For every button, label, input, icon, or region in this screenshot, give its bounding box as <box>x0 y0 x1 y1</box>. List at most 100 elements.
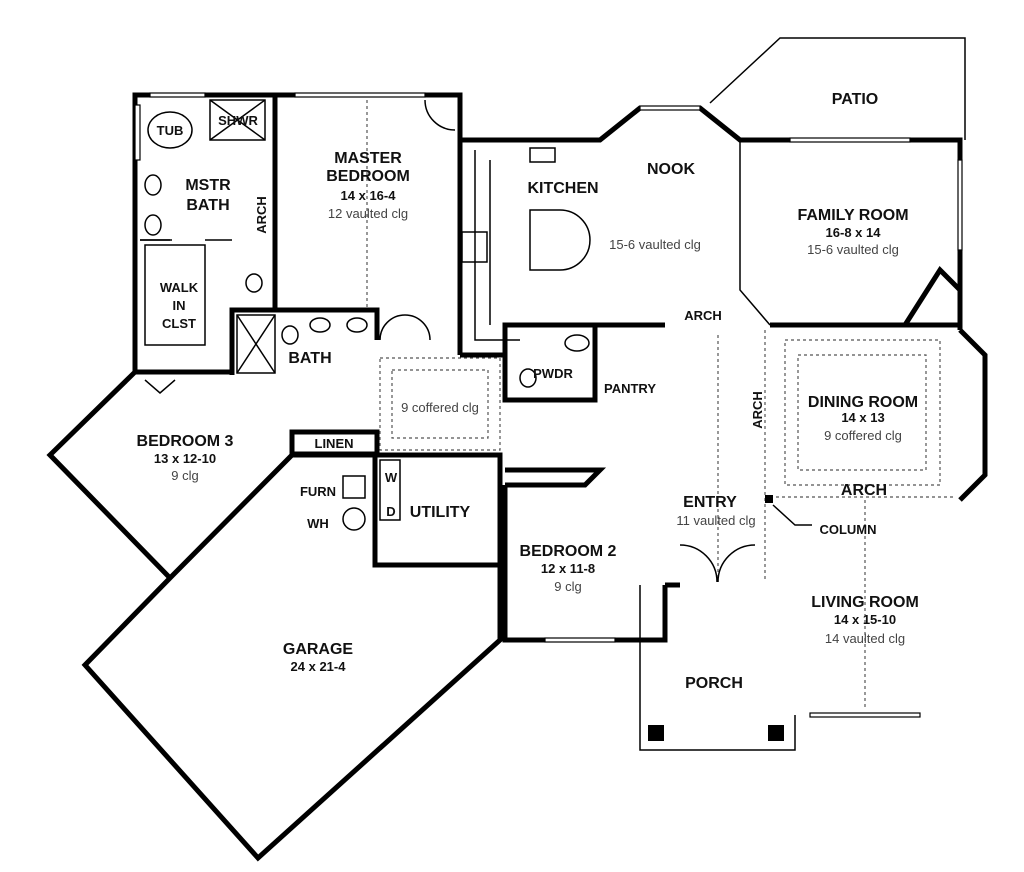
family-room-partition <box>739 140 771 326</box>
window <box>544 637 616 643</box>
water-heater-icon <box>342 507 366 531</box>
window <box>149 92 206 98</box>
living-room-dims: 14 x 15-10 <box>834 612 896 627</box>
entry-label: ENTRY <box>683 494 737 511</box>
arch-label: ARCH <box>750 391 765 429</box>
garage-label: GARAGE <box>283 641 354 658</box>
sink-icon <box>144 214 162 236</box>
tub-icon <box>147 111 193 149</box>
living-room-label: LIVING ROOM <box>811 594 919 611</box>
bedroom3-ceiling: 9 clg <box>171 468 198 483</box>
master-bath-label: MSTR <box>185 177 231 194</box>
column-leader <box>772 504 812 526</box>
window <box>639 105 701 111</box>
patio-label: PATIO <box>832 91 879 108</box>
furnace-icon <box>342 475 366 499</box>
kitchen-label: KITCHEN <box>527 180 598 197</box>
dining-room-label: DINING ROOM <box>808 394 918 411</box>
bedroom3-walls <box>46 355 172 580</box>
window <box>294 92 426 98</box>
kitchen-island <box>529 209 591 271</box>
window <box>789 137 911 143</box>
double-door <box>379 314 431 341</box>
master-bath-wall <box>229 95 278 375</box>
pwdr-pantry-walls <box>502 325 598 403</box>
window <box>957 159 963 251</box>
patio-outline <box>709 37 966 140</box>
pantry-label: PANTRY <box>604 381 656 396</box>
arch-label: ARCH <box>684 308 722 323</box>
shower-x <box>209 99 266 141</box>
column-label: COLUMN <box>819 522 876 537</box>
bath-label: BATH <box>288 350 331 367</box>
family-room-ceiling: 15-6 vaulted clg <box>807 242 899 257</box>
coffered-ceiling <box>391 369 489 439</box>
arch-label: ARCH <box>841 482 887 499</box>
shower-stall <box>236 314 276 374</box>
sink-icon <box>564 334 590 352</box>
utility-label: UTILITY <box>410 504 471 521</box>
shower-label: SHWR <box>218 113 258 128</box>
washer-label: W <box>385 470 398 485</box>
family-room-dims: 16-8 x 14 <box>826 225 882 240</box>
closet-doors <box>144 379 176 394</box>
living-room-ceiling: 14 vaulted clg <box>825 631 905 646</box>
master-bedroom-dims: 14 x 16-4 <box>341 188 397 203</box>
linen-label: LINEN <box>315 436 354 451</box>
sink-icon <box>346 317 368 333</box>
master-bedroom-label: MASTER <box>334 150 402 167</box>
bedroom3-label: BEDROOM 3 <box>137 433 234 450</box>
coffered-ceiling <box>797 354 927 471</box>
dryer-label: D <box>386 504 395 519</box>
closet-label: WALK <box>160 280 199 295</box>
fireplace <box>902 266 962 327</box>
sink-icon <box>144 174 162 196</box>
porch-post <box>648 725 664 741</box>
shower-x <box>236 314 276 374</box>
bedroom2-closet <box>505 467 607 488</box>
window <box>809 712 921 718</box>
counter <box>474 150 520 341</box>
bedroom2-label: BEDROOM 2 <box>520 543 617 560</box>
bedroom2-dims: 12 x 11-8 <box>541 561 595 576</box>
kitchen-ceiling: 15-6 vaulted clg <box>609 237 701 252</box>
sink-icon <box>309 317 331 333</box>
bedroom3-dims: 13 x 12-10 <box>154 451 216 466</box>
water-heater-label: WH <box>307 516 329 531</box>
master-bedroom-label: BEDROOM <box>326 168 410 185</box>
family-room-label: FAMILY ROOM <box>797 207 908 224</box>
door-swing <box>424 99 456 131</box>
utility-walls <box>375 452 503 565</box>
hall-ceiling: 9 coffered clg <box>401 400 479 415</box>
toilet-icon <box>245 273 263 293</box>
furnace-label: FURN <box>300 484 336 499</box>
nook-label: NOOK <box>647 161 695 178</box>
washer-dryer <box>379 459 401 521</box>
toilet-icon <box>281 325 299 345</box>
front-door <box>679 544 756 583</box>
powder-label: PWDR <box>533 366 573 381</box>
bath-walls <box>232 307 380 340</box>
dining-room-ceiling: 9 coffered clg <box>824 428 902 443</box>
sink-icon <box>529 147 556 163</box>
porch-label: PORCH <box>685 675 743 692</box>
master-bedroom-ceiling: 12 vaulted clg <box>328 206 408 221</box>
garage-door <box>444 639 501 691</box>
porch-outline <box>639 585 796 751</box>
coffered-ceiling <box>379 357 501 451</box>
cooktop-icon <box>461 231 488 263</box>
walk-in-closet-shelf <box>144 244 206 346</box>
shower-stall <box>209 99 266 141</box>
porch-post <box>768 725 784 741</box>
closet-label: CLST <box>162 316 196 331</box>
column-icon <box>765 495 773 503</box>
dining-room-dims: 14 x 13 <box>841 410 884 425</box>
toilet-icon <box>519 368 537 388</box>
closet-label: IN <box>173 298 186 313</box>
arch-label: ARCH <box>254 196 269 234</box>
garage-dims: 24 x 21-4 <box>291 659 347 674</box>
window <box>134 104 141 161</box>
bedroom2-ceiling: 9 clg <box>554 579 581 594</box>
tub-label: TUB <box>157 123 184 138</box>
